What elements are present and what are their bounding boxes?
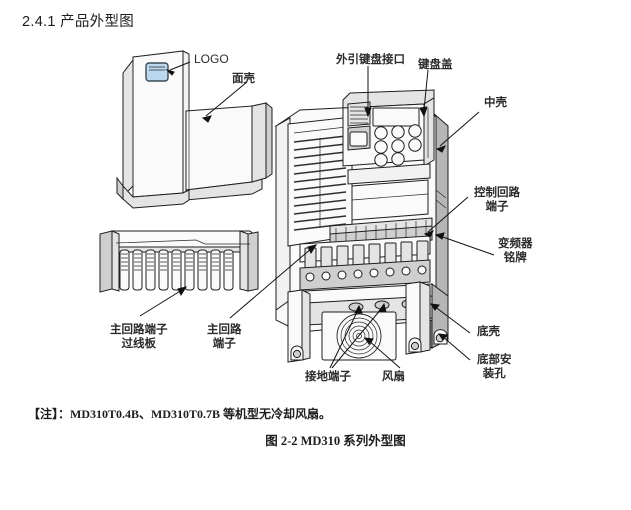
ground-terminal-screws bbox=[348, 299, 415, 312]
callout-keypad-cover: 键盘盖 bbox=[418, 59, 453, 71]
main-terminal-block bbox=[299, 235, 431, 291]
callout-mounting-hole: 底部安 装孔 bbox=[477, 354, 512, 380]
callout-main-terminals: 主回路 端子 bbox=[207, 324, 242, 350]
callout-front-cover: 面壳 bbox=[232, 73, 255, 85]
mounting-feet bbox=[287, 281, 431, 363]
page-title: 2.4.1 产品外型图 bbox=[22, 14, 135, 30]
cooling-fan bbox=[321, 311, 397, 361]
callout-control-terminals: 控制回路 端子 bbox=[474, 187, 520, 213]
callout-logo: LOGO bbox=[194, 52, 229, 66]
callout-fan: 风扇 bbox=[382, 371, 405, 383]
wiring-guide-plate-part bbox=[99, 230, 259, 293]
callout-ground-terminals: 接地端子 bbox=[305, 371, 351, 383]
callout-external-keypad-port: 外引键盘接口 bbox=[336, 54, 405, 66]
figure-caption: 图 2-2 MD310 系列外型图 bbox=[265, 434, 406, 448]
callout-bottom-shell: 底壳 bbox=[477, 326, 500, 338]
figure-note: 【注】：MD310T0.4B、MD310T0.7B 等机型无冷却风扇。 bbox=[28, 407, 332, 421]
control-terminal-strip bbox=[329, 217, 433, 249]
callout-wiring-guide-plate: 主回路端子 过线板 bbox=[110, 324, 168, 350]
keypad-buttons bbox=[374, 124, 422, 167]
leader-lines bbox=[139, 61, 495, 369]
callout-nameplate: 变频器 铭牌 bbox=[498, 238, 533, 264]
callout-middle-shell: 中壳 bbox=[484, 97, 507, 109]
inverter-body bbox=[274, 89, 449, 363]
